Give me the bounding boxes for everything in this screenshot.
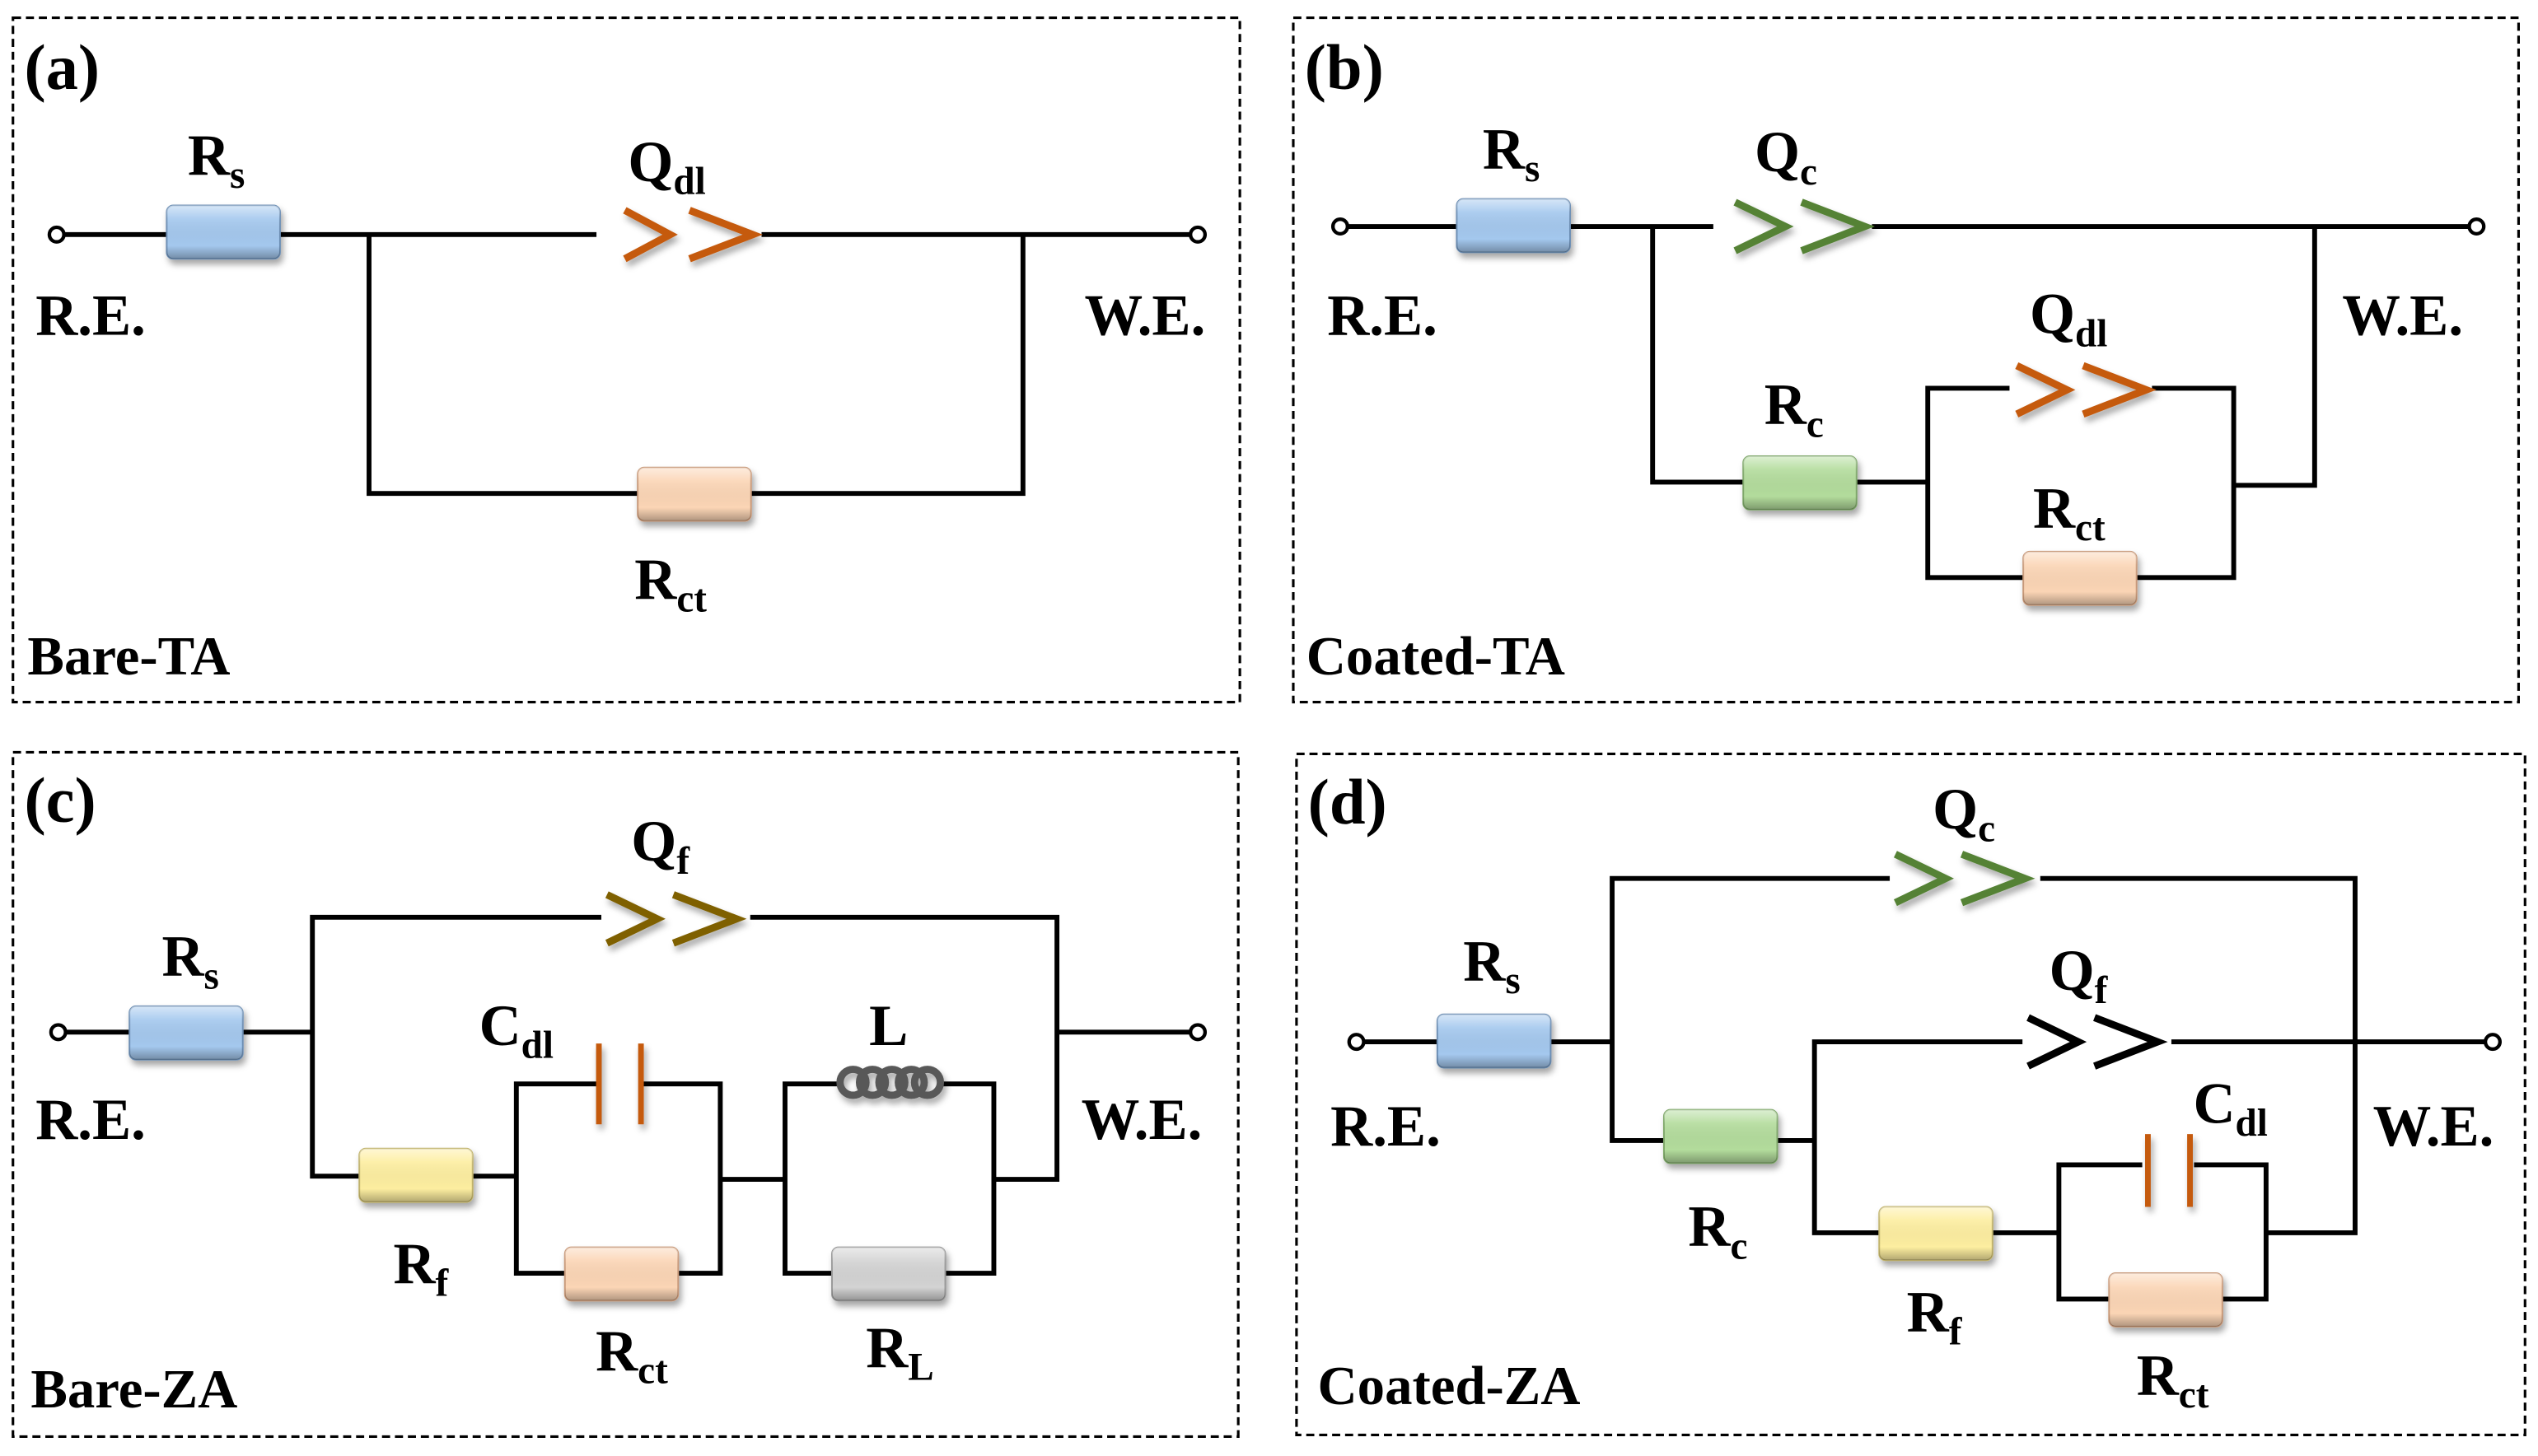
panel-b-letter: (b)	[1305, 31, 1384, 103]
cpe-qc	[1733, 198, 1875, 254]
panel-b-we-label: W.E.	[2342, 284, 2463, 348]
label-rl: RL	[866, 1316, 934, 1389]
panel-b-wires	[1344, 224, 2473, 581]
panel-c: (c) R.E. W.E. Rs Qf Rf Cdl Rct	[12, 750, 1240, 1438]
label-qc: Qc	[1933, 777, 1995, 851]
cpe-qc	[1893, 851, 2036, 907]
label-cdl: Cdl	[479, 994, 554, 1067]
panel-a-sample-label: Bare-TA	[27, 626, 230, 687]
resistor-rf	[1878, 1206, 1993, 1262]
panel-c-wires	[62, 914, 1193, 1276]
cpe-qdl	[623, 207, 764, 263]
panel-c-we-terminal	[1189, 1023, 1208, 1042]
resistor-rs	[1436, 1013, 1552, 1069]
resistor-rc	[1742, 455, 1858, 511]
label-rf: Rf	[393, 1232, 449, 1305]
panel-b-sample-label: Coated-TA	[1306, 626, 1565, 687]
panel-d-re-label: R.E.	[1330, 1094, 1441, 1159]
label-rc: Rc	[1764, 373, 1824, 446]
panel-c-frame	[12, 750, 1240, 1438]
label-rct: Rct	[596, 1319, 668, 1393]
label-cdl: Cdl	[2193, 1071, 2267, 1145]
panel-d-re-terminal	[1347, 1033, 1366, 1052]
panel-b-frame	[1292, 16, 2520, 704]
cpe-qf	[2026, 1014, 2168, 1070]
label-rf: Rf	[1907, 1281, 1963, 1354]
panel-c-re-label: R.E.	[35, 1088, 146, 1152]
inductor-l	[836, 1066, 945, 1099]
panel-d-frame	[1295, 752, 2526, 1437]
label-qc: Qc	[1755, 120, 1817, 194]
panel-a-letter: (a)	[24, 31, 100, 103]
label-l: L	[869, 994, 908, 1058]
panel-c-re-terminal	[49, 1023, 68, 1042]
panel-a-we-terminal	[1189, 225, 1208, 244]
panel-d-letter: (d)	[1308, 766, 1387, 838]
panel-a-frame	[12, 16, 1241, 704]
panel-b-re-terminal	[1330, 217, 1349, 236]
resistor-rs	[166, 204, 281, 260]
resistor-rct	[2022, 550, 2138, 606]
panel-d-we-terminal	[2483, 1033, 2502, 1052]
label-rs: Rs	[161, 925, 218, 998]
label-qf: Qf	[2050, 939, 2109, 1012]
resistor-rs	[1456, 198, 1571, 254]
label-rct: Rct	[634, 548, 707, 621]
panel-a-wires	[62, 231, 1199, 497]
panel-a-re-terminal	[47, 225, 66, 244]
capacitor-cdl	[2145, 1134, 2193, 1207]
panel-c-sample-label: Bare-ZA	[30, 1359, 237, 1420]
label-rs: Rs	[1483, 117, 1540, 190]
panel-d: (d) R.E. W.E. Rs Qc Rc Qf Rf	[1295, 752, 2526, 1437]
resistor-rf	[358, 1147, 474, 1203]
label-qf: Qf	[631, 810, 690, 883]
cpe-qdl	[2015, 362, 2157, 418]
capacitor-cdl	[596, 1043, 644, 1125]
panel-a: (a) R.E. W.E. Rs Qdl Rct Bare-TA	[12, 16, 1241, 704]
panel-c-letter: (c)	[24, 764, 96, 836]
cpe-qf	[605, 891, 747, 947]
label-rct: Rct	[2137, 1343, 2209, 1416]
resistor-rct	[2108, 1272, 2223, 1328]
label-qdl: Qdl	[2030, 282, 2107, 356]
panel-d-wires	[1362, 875, 2488, 1302]
panel-a-re-label: R.E.	[35, 284, 146, 348]
resistor-rl	[830, 1246, 946, 1302]
resistor-rc	[1662, 1108, 1778, 1164]
panel-d-sample-label: Coated-ZA	[1317, 1356, 1580, 1416]
label-rs: Rs	[1463, 929, 1520, 1002]
panel-c-we-label: W.E.	[1082, 1088, 1203, 1152]
panel-b-re-label: R.E.	[1327, 284, 1437, 348]
panel-b: (b) R.E. W.E. Rs Qc Rc Qdl Rct Coated-TA	[1292, 16, 2520, 704]
resistor-rs	[129, 1005, 244, 1061]
panel-d-we-label: W.E.	[2373, 1094, 2494, 1159]
resistor-rct	[563, 1246, 680, 1302]
label-rc: Rc	[1688, 1195, 1747, 1268]
panel-b-we-terminal	[2467, 217, 2486, 236]
label-rct: Rct	[2033, 476, 2106, 549]
resistor-rct	[637, 466, 752, 522]
label-qdl: Qdl	[628, 130, 705, 203]
panel-a-we-label: W.E.	[1084, 284, 1205, 348]
label-rs: Rs	[188, 124, 245, 197]
